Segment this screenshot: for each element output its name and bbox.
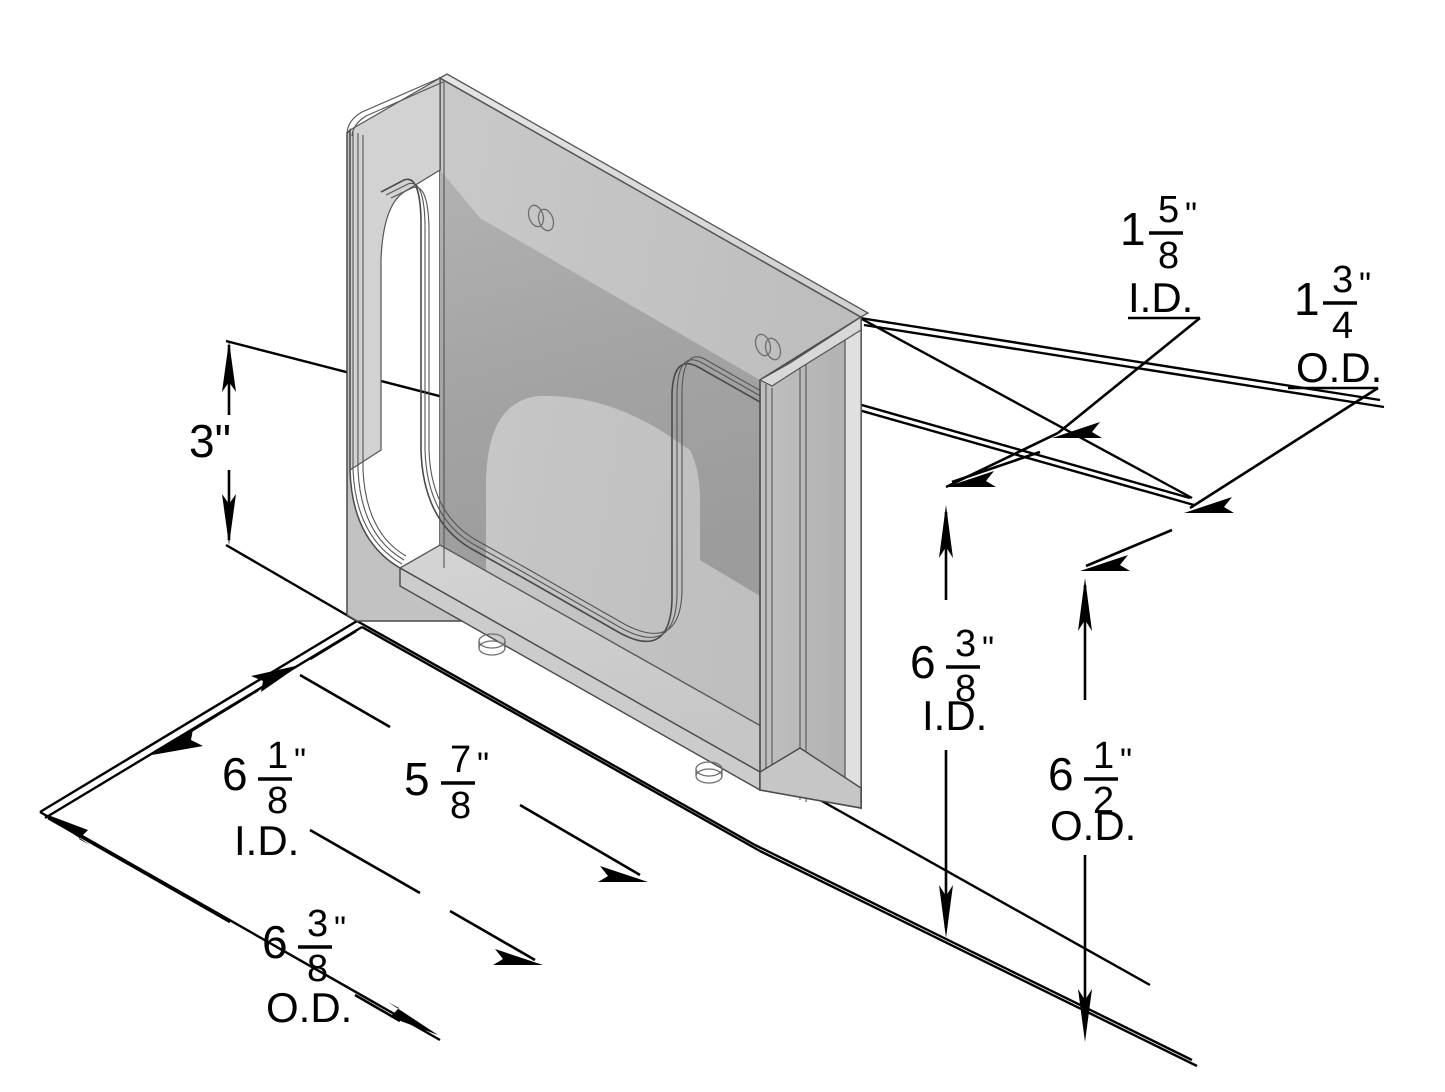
dim-inch-mark-b: " [477, 746, 489, 784]
dim-denominator-8c: 8 [307, 948, 328, 990]
back-panel-top-bevel [438, 73, 870, 318]
dim-whole-5: 5 [404, 753, 430, 805]
dimension-height-panel-outer: 6 1 2 " O.D. [1048, 578, 1136, 1042]
dim-inch-mark: " [294, 742, 306, 780]
dim-numerator-3b: 3 [1332, 259, 1353, 301]
dim-denominator-8: 8 [267, 780, 288, 822]
dimension-height-inner: 3" [189, 341, 236, 545]
dim-sub-od: O.D. [266, 984, 352, 1031]
dim-inch-mark-e: " [1359, 266, 1371, 304]
dim-whole-6: 6 [222, 748, 248, 800]
dim-whole-6b: 6 [262, 916, 288, 968]
dim-whole-6d: 6 [1048, 748, 1074, 800]
left-inner-wall [349, 76, 441, 472]
u-cutout-left-curve [380, 178, 521, 577]
dim-sub-id-b: I.D. [1128, 274, 1193, 321]
dimension-width-floor: 5 7 8 " [299, 673, 648, 965]
dimension-width-outer: 6 3 8 " O.D. [40, 812, 438, 1035]
dim-sub-od-b: O.D. [1296, 344, 1382, 391]
dim-sub-od-c: O.D. [1050, 802, 1136, 849]
screw-hole-floor-left [478, 633, 506, 656]
file-holder-object [346, 73, 870, 810]
dimension-label-depth-inner: 1 5 8 " I.D. [1120, 189, 1197, 321]
dim-numerator-7: 7 [450, 739, 471, 781]
dim-whole-6c: 6 [910, 636, 936, 688]
screw-hole-back-lower [754, 333, 782, 361]
interior-back-wall [440, 170, 760, 596]
dim-whole-1: 1 [1120, 203, 1146, 255]
extension-lines [39, 316, 1385, 1068]
dim-denominator-8d: 8 [1158, 235, 1179, 277]
dim-denominator-4: 4 [1332, 305, 1353, 347]
dim-inch-mark-d: " [1185, 196, 1197, 234]
dimension-height-panel-inner: 6 3 8 " I.D. [910, 505, 994, 938]
screw-hole-floor-right [695, 761, 723, 784]
dim-denominator-2: 2 [1093, 780, 1114, 822]
dim-numerator-3: 3 [307, 903, 328, 945]
right-edge-strip [844, 315, 862, 809]
dimension-label-width-inner: 6 1 8 " I.D. [222, 735, 306, 864]
dimension-depth-outer: 1 3 4 " O.D. [1080, 259, 1382, 571]
screw-hole-back-upper [527, 204, 555, 232]
bottom-right-foot [759, 747, 862, 809]
dim-value-3: 3" [189, 415, 231, 467]
dimension-label-height-panel-inner: 6 3 8 " I.D. [910, 623, 994, 739]
dim-denominator-8b: 8 [450, 785, 471, 827]
dim-inch-mark-c: " [334, 910, 346, 948]
dim-numerator-1b: 1 [1093, 735, 1114, 777]
dimension-width-inner: 6 1 8 " I.D. [152, 629, 357, 864]
dimension-label-width-floor: 5 7 8 " [404, 739, 489, 827]
dim-numerator-3c: 3 [955, 623, 976, 665]
dimension-label-height-panel-outer: 6 1 2 " O.D. [1048, 735, 1136, 849]
right-top-notch [758, 315, 862, 387]
dimension-label-width-outer: 6 3 8 " O.D. [262, 903, 352, 1031]
dim-inch-mark-f: " [982, 630, 994, 668]
dim-denominator-8e: 8 [955, 668, 976, 710]
dimension-depth-inner: 1 5 8 " I.D. [945, 189, 1201, 489]
dimension-label-depth-outer: 1 3 4 " O.D. [1294, 259, 1382, 391]
dim-numerator-1: 1 [267, 735, 288, 777]
dim-sub-id-c: I.D. [922, 692, 987, 739]
dimension-label-height-inner: 3" [189, 415, 231, 467]
dim-whole-1b: 1 [1294, 273, 1320, 325]
dim-numerator-5: 5 [1158, 189, 1179, 231]
dim-sub-id: I.D. [234, 817, 299, 864]
dim-inch-mark-g: " [1120, 742, 1132, 780]
